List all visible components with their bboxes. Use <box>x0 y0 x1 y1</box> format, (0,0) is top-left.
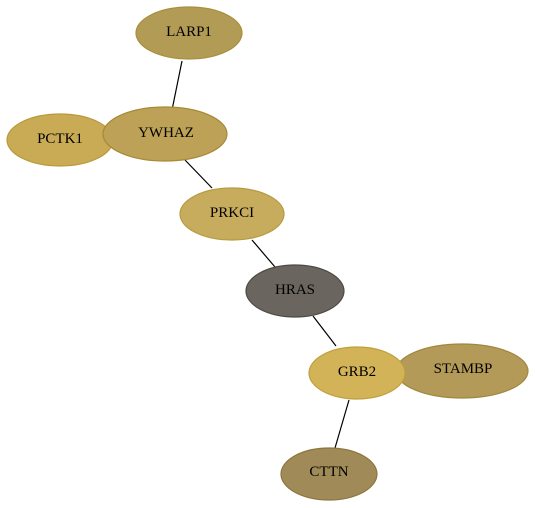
node-grb2-label: GRB2 <box>338 364 376 380</box>
node-pctk1[interactable]: PCTK1 <box>6 113 114 167</box>
node-cttn-shape <box>281 448 377 500</box>
node-larp1-outline <box>135 6 243 60</box>
node-ywhaz-label: YWHAZ <box>138 125 194 141</box>
edge-larp1-ywhaz <box>171 60 183 111</box>
node-prkci-outline <box>179 187 285 241</box>
edge-prkci-hras <box>251 239 276 268</box>
edge-hras-grb2 <box>312 315 337 347</box>
node-grb2-outline <box>308 346 406 400</box>
node-grb2[interactable]: GRB2 <box>308 346 406 400</box>
node-ywhaz-shape <box>103 107 227 161</box>
node-cttn-outline <box>280 447 378 501</box>
node-larp1-shape <box>136 7 242 59</box>
node-stambp-label: STAMBP <box>434 361 493 377</box>
node-hras-label: HRAS <box>275 282 315 298</box>
nodes-layer: LARP1 PCTK1 YWHAZ PRKCI HRAS STAMBP <box>6 6 529 501</box>
edge-grb2-cttn <box>334 399 350 449</box>
node-prkci-shape <box>180 188 284 240</box>
node-pctk1-shape <box>7 114 113 166</box>
node-larp1-label: LARP1 <box>166 24 212 40</box>
node-stambp[interactable]: STAMBP <box>395 343 529 399</box>
node-ywhaz-outline <box>102 106 228 162</box>
node-pctk1-label: PCTK1 <box>37 131 83 147</box>
edge-ywhaz-prkci <box>184 159 213 189</box>
node-larp1[interactable]: LARP1 <box>135 6 243 60</box>
node-prkci[interactable]: PRKCI <box>179 187 285 241</box>
node-ywhaz[interactable]: YWHAZ <box>102 106 228 162</box>
node-cttn[interactable]: CTTN <box>280 447 378 501</box>
node-cttn-label: CTTN <box>309 464 348 480</box>
node-prkci-label: PRKCI <box>210 205 254 221</box>
node-stambp-shape <box>396 344 528 398</box>
node-hras-outline <box>245 264 345 318</box>
node-hras-shape <box>246 265 344 317</box>
node-grb2-shape <box>309 347 405 399</box>
node-hras[interactable]: HRAS <box>245 264 345 318</box>
edges-layer <box>171 60 350 449</box>
